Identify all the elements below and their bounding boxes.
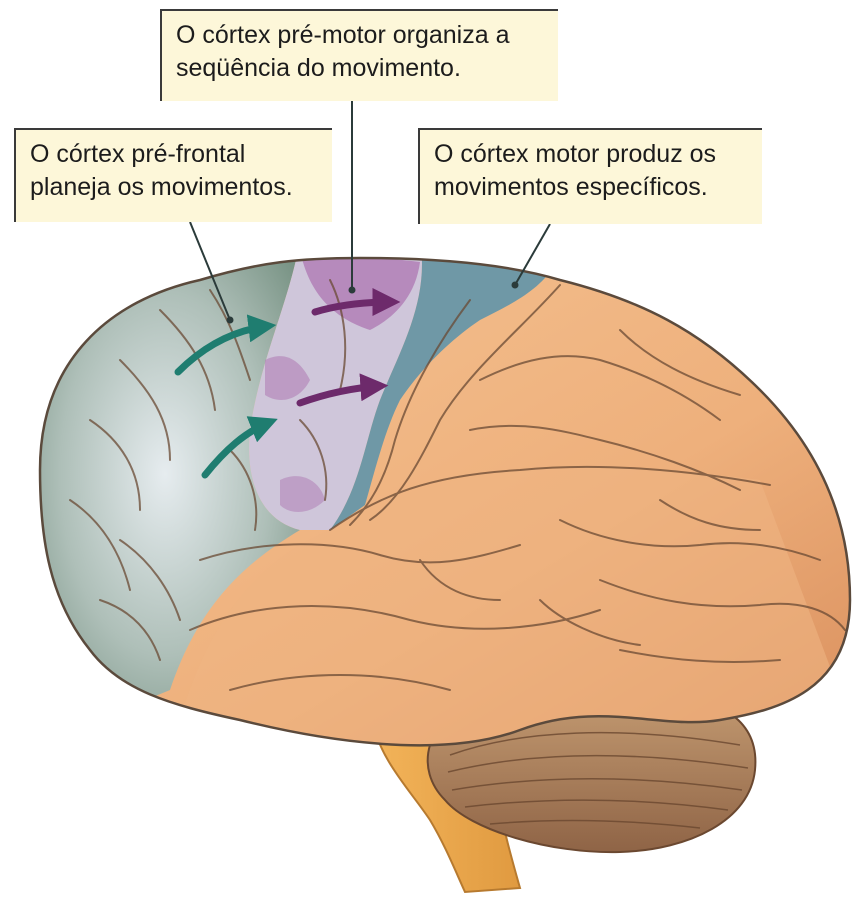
- callout-premotor-line1: O córtex pré-motor organiza a: [176, 19, 544, 52]
- callout-prefrontal-cortex: O córtex pré-frontal planeja os moviment…: [14, 128, 332, 222]
- leader-dot-premotor: [349, 287, 356, 294]
- callout-prefrontal-line2: planeja os movimentos.: [30, 171, 318, 204]
- callout-premotor-line2: seqüência do movimento.: [176, 52, 544, 85]
- callout-premotor-cortex: O córtex pré-motor organiza a seqüência …: [160, 9, 558, 101]
- callout-motor-line2: movimentos específicos.: [434, 171, 748, 204]
- callout-motor-cortex: O córtex motor produz os movimentos espe…: [418, 128, 762, 224]
- leader-dot-motor: [512, 282, 519, 289]
- leader-dot-prefrontal: [227, 317, 234, 324]
- callout-prefrontal-line1: O córtex pré-frontal: [30, 138, 318, 171]
- callout-motor-line1: O córtex motor produz os: [434, 138, 748, 171]
